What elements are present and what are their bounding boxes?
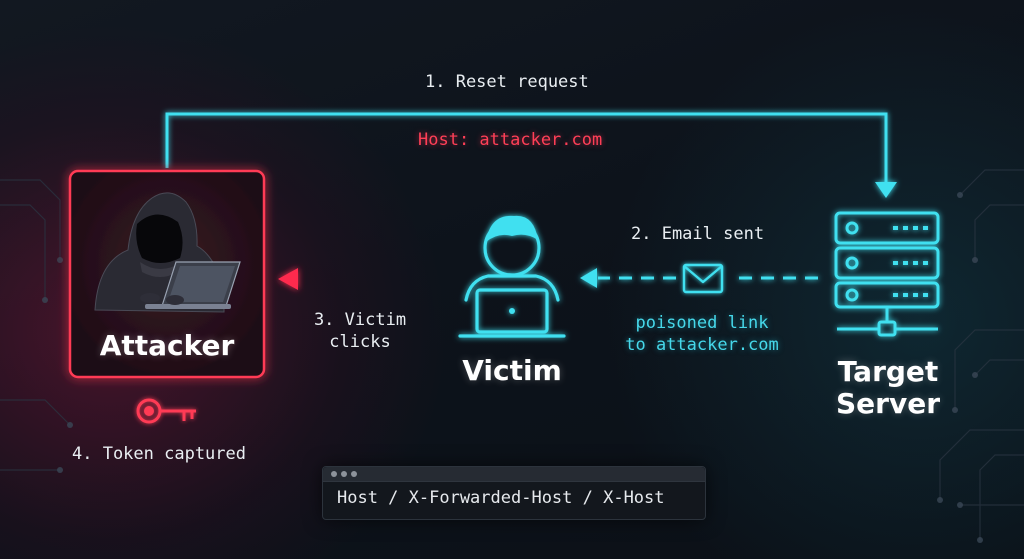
terminal-titlebar: [323, 467, 705, 482]
poisoned-link-label: poisoned link to attacker.com: [612, 312, 792, 356]
server-title-line1: Target: [837, 355, 939, 388]
email-sent-arrow: [580, 268, 818, 288]
hooded-hacker-icon: [94, 192, 241, 313]
step3-line1: 3. Victim: [313, 310, 407, 330]
host-header-label: Host: attacker.com: [418, 130, 603, 150]
terminal-text: Host / X-Forwarded-Host / X-Host: [337, 488, 665, 508]
step3-line2: clicks: [329, 332, 391, 352]
terminal-dot: [331, 471, 337, 477]
attacker-title: Attacker: [99, 329, 235, 362]
poisoned-link-line2: to attacker.com: [625, 335, 779, 355]
server-title: Target Server: [818, 356, 958, 420]
terminal-dot: [351, 471, 357, 477]
poisoned-link-line1: poisoned link: [635, 313, 769, 333]
step2-label: 2. Email sent: [631, 224, 765, 244]
victim-title: Victim: [462, 354, 562, 387]
server-title-line2: Server: [835, 387, 940, 420]
reset-request-arrow: [165, 112, 897, 198]
terminal-window: Host / X-Forwarded-Host / X-Host: [322, 466, 706, 520]
step3-label: 3. Victim clicks: [300, 309, 420, 353]
step1-label: 1. Reset request: [425, 72, 589, 92]
step4-label: 4. Token captured: [72, 444, 246, 464]
terminal-dot: [341, 471, 347, 477]
victim-clicks-arrow: [278, 268, 444, 290]
